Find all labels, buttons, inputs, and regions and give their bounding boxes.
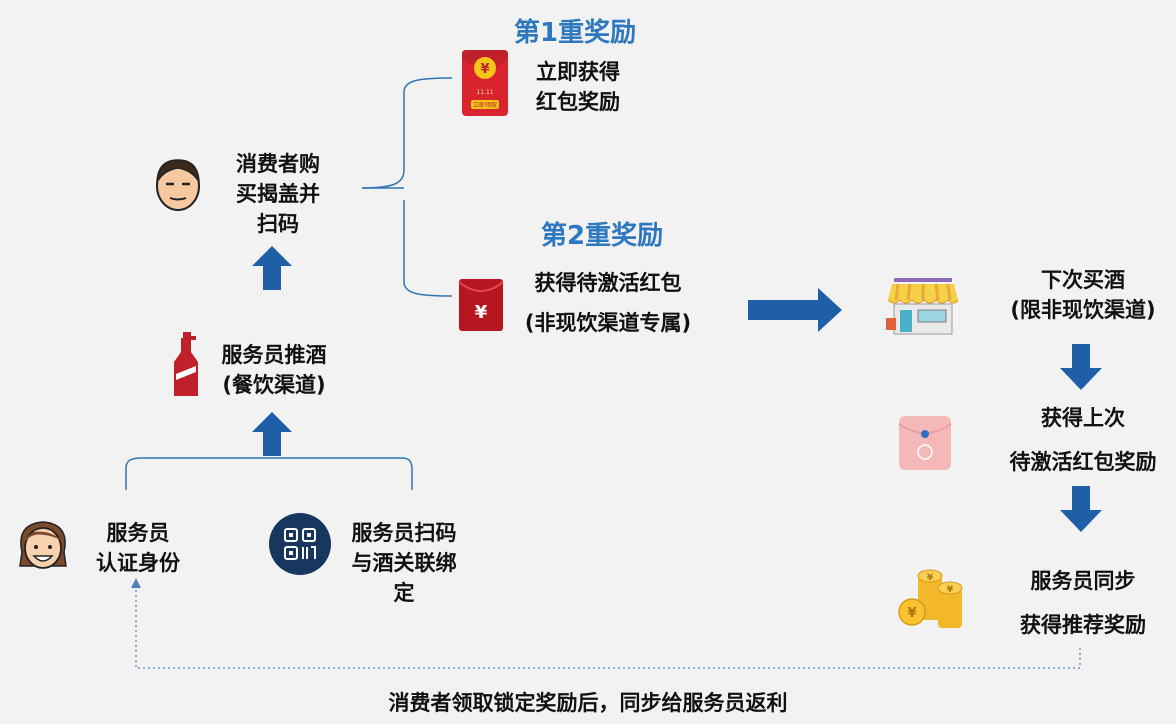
- svg-text:¥: ¥: [475, 302, 488, 323]
- waiter-push-line2: (餐饮渠道): [222, 373, 326, 397]
- waiter-scan-line1: 服务员扫码: [351, 521, 457, 545]
- reward2-line2: (非现饮渠道专属): [524, 311, 692, 335]
- svg-text:¥: ¥: [480, 62, 489, 77]
- yuan-envelope-icon: ¥: [458, 278, 504, 332]
- waiter-bracket: [125, 457, 413, 490]
- svg-text:¥: ¥: [947, 585, 954, 595]
- svg-text:¥: ¥: [907, 606, 916, 621]
- waiter-scan-line2: 与酒关联绑: [351, 551, 457, 575]
- svg-text:¥: ¥: [927, 573, 934, 583]
- down-arrow-2: [1060, 486, 1102, 532]
- reward-bracket: [361, 77, 453, 189]
- footer-caption: 消费者领取锁定奖励后，同步给服务员返利: [388, 691, 788, 715]
- waiter-scan-line3: 定: [393, 581, 415, 605]
- up-arrow-consumer: [252, 246, 292, 290]
- packet-button-label: 立即领取: [473, 101, 497, 109]
- packet-date: 11.11: [476, 89, 493, 96]
- reward1-text: 立即获得 红包奖励: [536, 57, 620, 117]
- waiter-push-line1: 服务员推酒: [221, 343, 327, 367]
- waiter-reward-line1: 服务员同步: [1030, 569, 1136, 593]
- qr-code-icon: [268, 512, 332, 576]
- reward-bracket-lower: [403, 200, 453, 297]
- reward2-text: 获得待激活红包 (非现饮渠道专属): [508, 268, 708, 338]
- liquor-bottle-icon: [172, 332, 200, 398]
- right-arrow: [748, 288, 842, 332]
- reward2-line1: 获得待激活红包: [534, 271, 682, 295]
- next-buy-text: 下次买酒 (限非现饮渠道): [990, 265, 1176, 325]
- waiter-verify-line2: 认证身份: [96, 551, 180, 575]
- waiter-scan-text: 服务员扫码 与酒关联绑 定: [340, 518, 468, 608]
- waiter-push-text: 服务员推酒 (餐饮渠道): [210, 340, 338, 400]
- next-buy-line1: 下次买酒: [1041, 268, 1125, 292]
- up-arrow-push: [252, 412, 292, 456]
- waiter-verify-line1: 服务员: [106, 521, 170, 545]
- consumer-line1: 消费者购: [236, 152, 320, 176]
- consumer-text: 消费者购 买揭盖并 扫码: [226, 149, 330, 239]
- reward1-title: 第1重奖励: [514, 18, 637, 48]
- consumer-line3: 扫码: [257, 212, 299, 236]
- reward1-line2: 红包奖励: [536, 90, 620, 114]
- waiter-reward-line2: 获得推荐奖励: [1020, 613, 1146, 637]
- red-packet-icon: ¥ 11.11 立即领取: [460, 50, 510, 118]
- waiter-reward-text: 服务员同步 获得推荐奖励: [990, 566, 1176, 640]
- activate-text: 获得上次 待激活红包奖励: [990, 403, 1176, 477]
- activate-line1: 获得上次: [1041, 406, 1125, 430]
- reward1-line1: 立即获得: [536, 60, 620, 84]
- feedback-loop: [135, 584, 1081, 669]
- consumer-line2: 买揭盖并: [236, 182, 320, 206]
- next-buy-line2: (限非现饮渠道): [1010, 298, 1156, 322]
- man-face-icon: [152, 154, 204, 212]
- store-icon: [886, 276, 960, 336]
- reward2-title: 第2重奖励: [541, 221, 664, 251]
- pink-purse-icon: [898, 414, 952, 472]
- feedback-arrow-head: [131, 578, 141, 588]
- waiter-verify-text: 服务员 认证身份: [86, 518, 190, 578]
- woman-face-icon: [14, 516, 72, 572]
- coin-stack-icon: ¥ ¥ ¥: [898, 566, 966, 632]
- down-arrow-1: [1060, 344, 1102, 390]
- activate-line2: 待激活红包奖励: [1009, 450, 1157, 474]
